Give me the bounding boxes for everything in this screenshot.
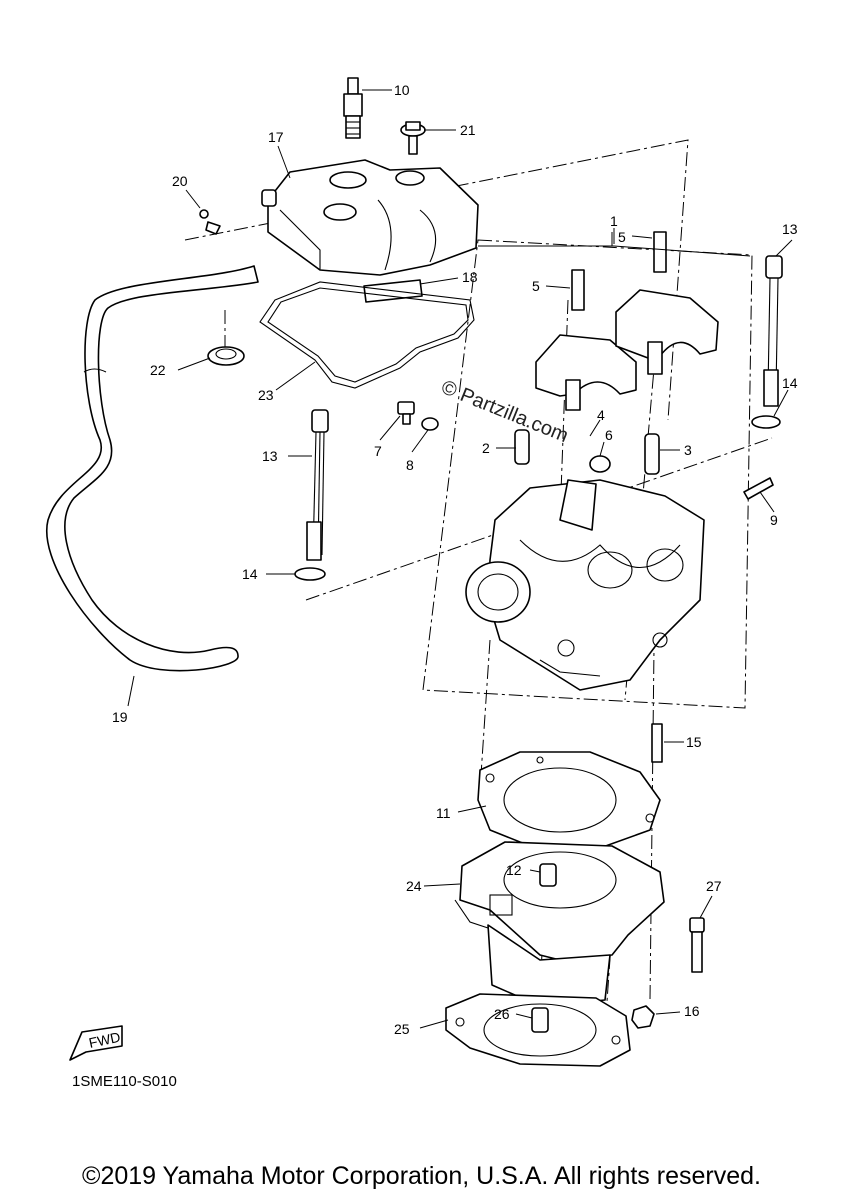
- cap-bolt-1: [571, 269, 585, 311]
- callout-1: 1: [610, 213, 618, 229]
- callout-4: 4: [597, 407, 605, 423]
- callout-13-left: 13: [262, 448, 278, 464]
- cylinder-stud: [651, 723, 663, 763]
- cylinder-head-cover: [261, 159, 479, 303]
- bolt-alignment-line-right: [305, 437, 773, 601]
- callout-2: 2: [482, 440, 490, 456]
- cylinder-head-bolt-right: [763, 255, 783, 407]
- cap-bolt-2: [653, 231, 667, 273]
- cylinder-nut: [631, 1005, 655, 1029]
- callout-11: 11: [436, 805, 451, 821]
- stud-alignment-left: [479, 639, 491, 791]
- valve-guide-exhaust: [644, 433, 660, 475]
- callout-22: 22: [150, 362, 166, 378]
- cylinder-bolt: [689, 917, 705, 973]
- callout-23: 23: [258, 387, 274, 403]
- small-bolt: [397, 401, 415, 425]
- callout-14-right: 14: [782, 375, 798, 391]
- callout-5-b: 5: [618, 229, 626, 245]
- cover-gasket: [259, 281, 475, 389]
- camshaft-cap-front: [535, 334, 637, 411]
- callout-16: 16: [684, 1003, 700, 1019]
- cylinder-head-bolt-left: [306, 409, 329, 561]
- callout-5-a: 5: [532, 278, 540, 294]
- callout-26: 26: [494, 1006, 510, 1022]
- diagram-code: 1SME110-S010: [72, 1073, 177, 1090]
- copyright-notice: ©2019 Yamaha Motor Corporation, U.S.A. A…: [82, 1162, 761, 1190]
- cover-bolt: [400, 121, 426, 155]
- callout-21: 21: [460, 122, 476, 138]
- callout-25: 25: [394, 1021, 410, 1037]
- callout-15: 15: [686, 734, 702, 750]
- callout-27: 27: [706, 878, 722, 894]
- cylinder-dowel: [539, 863, 557, 887]
- breather-grommet: [207, 346, 245, 366]
- base-dowel: [531, 1007, 549, 1033]
- spark-plug: [343, 77, 363, 139]
- head-plug: [589, 455, 611, 473]
- callout-14-left: 14: [242, 566, 258, 582]
- callout-labels: 1 2 3 4 5 5 6 7 8 9 10 11 12 13 13 14 14…: [112, 82, 798, 1037]
- stud-alignment-mid: [649, 559, 656, 1001]
- hose-clip: [199, 209, 221, 235]
- valve-guide-intake: [514, 429, 530, 465]
- washer-left: [294, 567, 326, 581]
- callout-10: 10: [394, 82, 410, 98]
- washer-right: [751, 415, 781, 429]
- cylinder-head-gasket: [477, 751, 661, 849]
- callout-13-right: 13: [782, 221, 798, 237]
- fwd-label: FWD: [87, 1029, 122, 1051]
- callout-18: 18: [462, 269, 478, 285]
- callout-9: 9: [770, 512, 778, 528]
- leader-lines: [127, 89, 793, 1029]
- camshaft-cap-rear: [615, 289, 719, 375]
- callout-17: 17: [268, 129, 284, 145]
- callout-8: 8: [406, 457, 414, 473]
- cylinder-head: [465, 479, 705, 691]
- callout-3: 3: [684, 442, 692, 458]
- forward-arrow-icon: FWD: [69, 1025, 123, 1061]
- callout-20: 20: [172, 173, 188, 189]
- callout-12: 12: [506, 862, 522, 878]
- callout-7: 7: [374, 443, 382, 459]
- callout-24: 24: [406, 878, 422, 894]
- callout-19: 19: [112, 709, 128, 725]
- cylinder-block: [454, 841, 665, 1007]
- callout-6: 6: [605, 427, 613, 443]
- head-stud: [743, 477, 774, 500]
- breather-hose: [45, 265, 259, 672]
- copper-washer: [421, 417, 439, 431]
